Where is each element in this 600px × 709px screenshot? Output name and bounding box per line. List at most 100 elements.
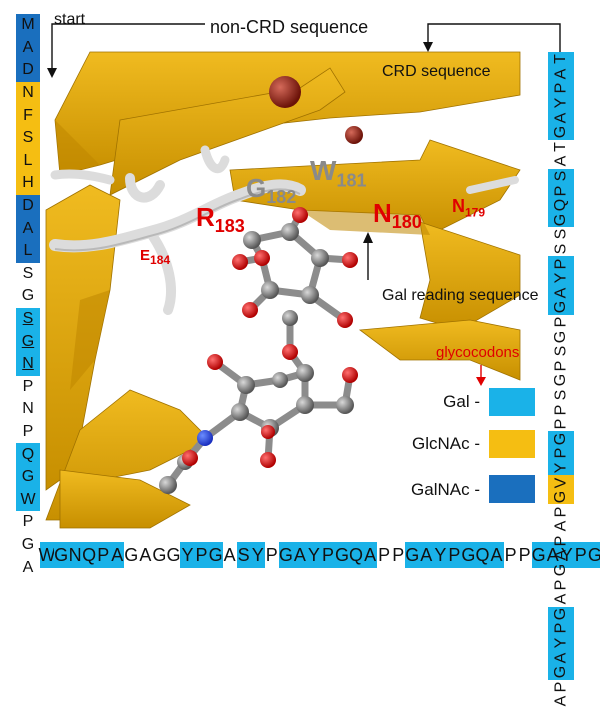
sequence-residue: A xyxy=(419,542,434,568)
sequence-residue: P xyxy=(573,542,588,568)
sequence-residue: P xyxy=(22,422,34,440)
metal-ion-large xyxy=(269,76,301,108)
sequence-residue-letter: T xyxy=(552,54,569,65)
sequence-residue: P xyxy=(548,358,574,373)
sequence-residue: A xyxy=(548,592,574,607)
sequence-residue-letter: Q xyxy=(551,199,569,212)
sequence-residue: A xyxy=(548,154,574,169)
sequence-residue-letter: G xyxy=(551,607,569,621)
sequence-residue: G xyxy=(548,563,574,578)
sequence-residue: G xyxy=(124,544,139,565)
sequence-residue: Y xyxy=(548,270,574,286)
sequence-residue-letter: P xyxy=(551,404,569,415)
sequence-residue: S xyxy=(22,264,34,282)
residue-n180: N180 xyxy=(373,198,422,233)
sequence-residue: W xyxy=(39,542,56,568)
sequence-residue: S xyxy=(548,227,574,242)
sequence-residue: G xyxy=(587,542,600,568)
sequence-residue: N xyxy=(16,81,40,105)
sequence-residue: A xyxy=(548,650,574,665)
sequence-residue: Y xyxy=(548,460,574,476)
sequence-residue: Q xyxy=(475,542,490,568)
sequence-residue: G xyxy=(531,542,546,568)
sequence-residue-letter: Y xyxy=(551,272,569,284)
sequence-residue-letter: P xyxy=(551,185,569,196)
sequence-residue: A xyxy=(16,217,40,240)
sequence-residue: Q xyxy=(548,197,574,213)
sequence-residue-letter: A xyxy=(551,112,569,124)
sequence-residue-letter: G xyxy=(551,126,569,139)
sequence-residue: S xyxy=(548,242,574,257)
sequence-residue: P xyxy=(392,544,405,565)
sequence-residue: W xyxy=(16,488,40,512)
galnac-swatch xyxy=(489,475,535,503)
sequence-residue: A xyxy=(548,66,574,82)
sequence-residue: A xyxy=(548,694,574,709)
sequence-residue-letter: P xyxy=(551,418,569,430)
sequence-residue: Y xyxy=(180,542,195,568)
sequence-residue: Q xyxy=(16,443,40,466)
sequence-residue: A xyxy=(110,542,125,568)
crd-label: CRD sequence xyxy=(382,63,491,80)
sequence-residue: P xyxy=(548,183,574,198)
sequence-residue: P xyxy=(548,81,574,96)
sequence-residue-letter: G xyxy=(551,301,569,314)
sequence-residue: A xyxy=(223,544,236,565)
sequence-residue-letter: T xyxy=(552,141,569,152)
sequence-residue-letter: P xyxy=(551,83,569,94)
sequence-residue-letter: G xyxy=(551,330,569,343)
gal-swatch xyxy=(489,388,535,416)
protein-structure-image xyxy=(45,23,561,529)
sequence-residue: A xyxy=(292,542,307,568)
sequence-residue: G xyxy=(548,212,574,228)
sequence-residue: S xyxy=(16,307,40,331)
sequence-residue-letter: A xyxy=(551,696,569,707)
sequence-residue: P xyxy=(548,621,574,636)
coil-loop xyxy=(49,145,519,315)
sequence-residue-letter: V xyxy=(551,477,569,488)
sequence-residue: G xyxy=(16,330,40,353)
sequence-residue: A xyxy=(16,36,40,60)
sequence-residue: G xyxy=(278,542,293,568)
sequence-residue: N xyxy=(68,542,83,568)
sequence-residue: Q xyxy=(82,542,97,568)
sequence-residue: G xyxy=(166,544,181,565)
sequence-residue: S xyxy=(548,344,574,359)
sequence-residue: P xyxy=(378,544,391,565)
sequence-residue-letter: G xyxy=(551,490,569,504)
sequence-residue: Y xyxy=(548,635,574,651)
sequence-residue: F xyxy=(16,104,40,127)
sequence-residue: S xyxy=(16,126,40,150)
sequence-residue-letter: G xyxy=(551,666,569,679)
sequence-residue-letter: A xyxy=(551,68,569,80)
sequence-residue: Q xyxy=(349,542,364,568)
sequence-residue: P xyxy=(518,544,531,565)
sequence-residue: Y xyxy=(433,542,448,568)
annotation-arrows xyxy=(51,23,561,380)
sequence-residue: P xyxy=(548,315,574,330)
sequence-residue: D xyxy=(16,194,40,218)
sequence-residue: L xyxy=(16,149,40,173)
sequence-residue: G xyxy=(548,489,574,505)
non-crd-label: non-CRD sequence xyxy=(210,17,369,37)
sequence-residue-letter: P xyxy=(551,535,569,547)
sequence-residue-letter: G xyxy=(551,213,569,227)
sequence-residue: P xyxy=(548,680,574,695)
sequence-residue: G xyxy=(548,606,574,622)
sequence-residue: Y xyxy=(306,542,321,568)
sequence-residue-letter: A xyxy=(551,287,569,299)
glcnac-swatch xyxy=(489,430,535,458)
sequence-residue: Y xyxy=(250,542,265,568)
glycocodons-label: glycocodons xyxy=(436,344,520,361)
beta-strand-shading xyxy=(55,120,430,390)
sequence-residue: A xyxy=(22,558,34,576)
legend-label-glcnac: GlcNAc - xyxy=(412,434,480,453)
sequence-residue-letter: P xyxy=(551,623,569,634)
sequence-residue-letter: A xyxy=(551,156,569,167)
sequence-residue: G xyxy=(548,664,574,680)
sequence-residue-letter: P xyxy=(551,506,569,518)
sequence-residue-letter: A xyxy=(551,520,569,532)
sequence-residue: A xyxy=(363,542,378,568)
sequence-residue: G xyxy=(548,300,574,315)
